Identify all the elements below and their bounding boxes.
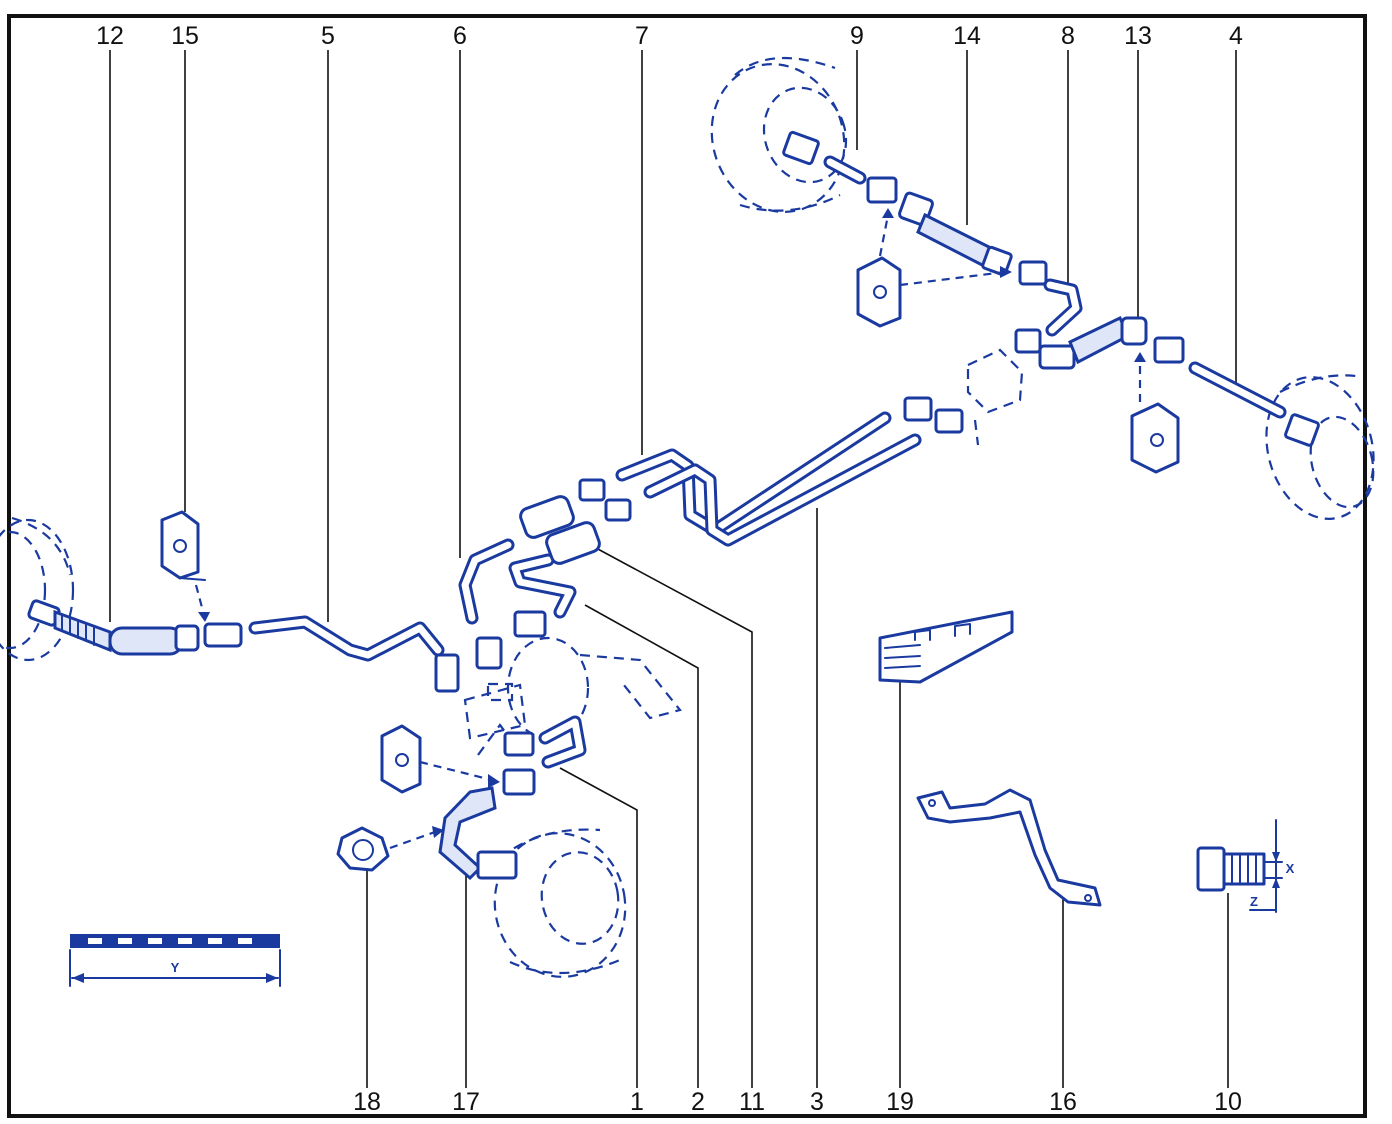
callout-1: 1 bbox=[630, 1088, 644, 1116]
part-2-pipe bbox=[508, 553, 577, 638]
part-11-unions bbox=[519, 478, 632, 565]
part-18-nut bbox=[336, 826, 444, 872]
part-3-pipe bbox=[643, 396, 964, 547]
callout-19: 19 bbox=[886, 1088, 914, 1116]
callouts-bottom: 18 17 1 2 11 3 19 16 10 bbox=[353, 1088, 1242, 1116]
leader-2 bbox=[584, 604, 699, 1088]
junction-block bbox=[966, 348, 1024, 446]
bracket-upper bbox=[856, 208, 1012, 328]
part-15-bracket bbox=[160, 510, 210, 622]
callout-4: 4 bbox=[1229, 22, 1243, 50]
callout-7: 7 bbox=[635, 22, 649, 50]
callout-18: 18 bbox=[353, 1088, 381, 1116]
callout-6: 6 bbox=[453, 22, 467, 50]
part-14-front-left-hose bbox=[898, 191, 1048, 286]
part-6-pipe bbox=[458, 538, 515, 670]
callouts-top: 12 15 5 6 7 9 14 8 13 4 bbox=[96, 22, 1243, 50]
diagram-frame bbox=[7, 14, 1367, 1118]
callout-10: 10 bbox=[1214, 1088, 1242, 1116]
leader-lines bbox=[109, 50, 1237, 1088]
callout-14: 14 bbox=[953, 22, 981, 50]
part-4-pipe bbox=[1188, 361, 1320, 447]
dimension-x-label: X bbox=[1286, 861, 1295, 876]
part-13-front-right-hose bbox=[1038, 315, 1185, 370]
callout-12: 12 bbox=[96, 22, 124, 50]
callout-3: 3 bbox=[810, 1088, 824, 1116]
part-9-pipe bbox=[782, 130, 898, 204]
wheel-front-right bbox=[1265, 374, 1375, 520]
callout-13: 13 bbox=[1124, 22, 1152, 50]
wheel-rear-left bbox=[0, 516, 75, 662]
callout-2: 2 bbox=[691, 1088, 705, 1116]
wheel-rear-right bbox=[493, 828, 627, 978]
part-5-pipe bbox=[203, 615, 460, 693]
wheel-front-left bbox=[710, 56, 848, 214]
callout-8: 8 bbox=[1061, 22, 1075, 50]
bracket-lower-left bbox=[380, 724, 500, 794]
part-16-strap bbox=[916, 788, 1102, 907]
callout-17: 17 bbox=[452, 1088, 480, 1116]
dimension-z-label: Z bbox=[1250, 894, 1258, 909]
part-8-pipe bbox=[1014, 278, 1083, 354]
part-1-pipe bbox=[503, 715, 587, 769]
leader-11 bbox=[595, 547, 753, 1088]
part-19-clip bbox=[878, 610, 1014, 684]
scale-bar: Y bbox=[69, 934, 281, 987]
callout-11: 11 bbox=[739, 1088, 765, 1116]
part-12-rear-left-hose bbox=[27, 599, 200, 656]
scale-bar-label: Y bbox=[171, 960, 180, 975]
callout-15: 15 bbox=[171, 22, 199, 50]
callout-9: 9 bbox=[850, 22, 864, 50]
part-10-fitting-detail: X Z bbox=[1196, 819, 1295, 913]
part-7-pipe bbox=[615, 411, 892, 537]
bracket-right bbox=[1130, 352, 1180, 474]
callout-5: 5 bbox=[321, 22, 335, 50]
leader-1 bbox=[559, 767, 638, 1088]
callout-16: 16 bbox=[1049, 1088, 1077, 1116]
part-17-rear-right-hose bbox=[438, 768, 536, 881]
